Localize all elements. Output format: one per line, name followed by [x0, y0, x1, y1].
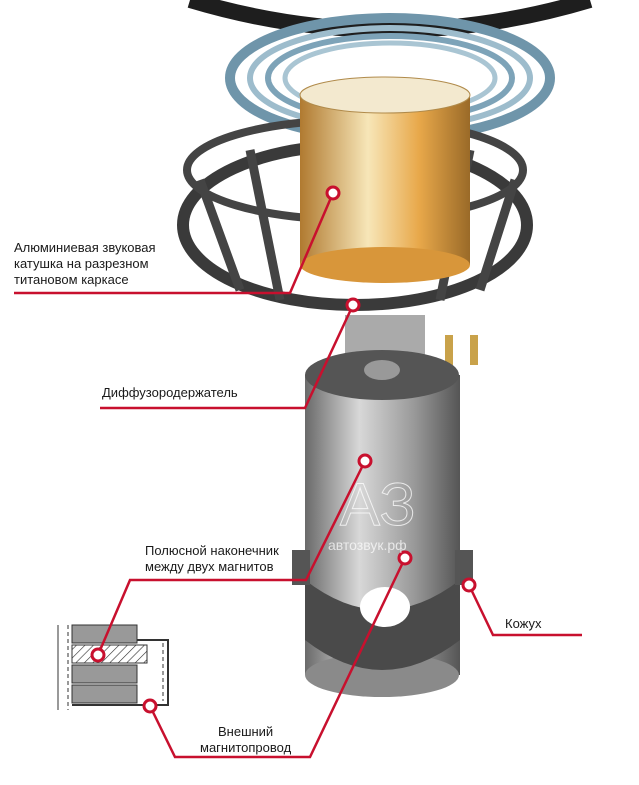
voice-coil [299, 76, 471, 283]
label-pole-piece: Полюсной наконечник между двух магнитов [145, 543, 279, 574]
callout-dots [90, 185, 477, 714]
label-voice-coil: Алюминиевая звуковая катушка на разрезно… [14, 240, 156, 287]
watermark-logo: АЗ [340, 471, 416, 538]
watermark-site: автозвук.рф [328, 537, 407, 553]
label-housing: Кожух [505, 616, 542, 631]
label-outer-yoke: Внешний магнитопровод [200, 724, 292, 755]
cross-section-inset [57, 624, 169, 710]
label-basket: Диффузородержатель [102, 385, 238, 400]
magnet-system [292, 350, 473, 697]
callout-lines [14, 192, 582, 759]
